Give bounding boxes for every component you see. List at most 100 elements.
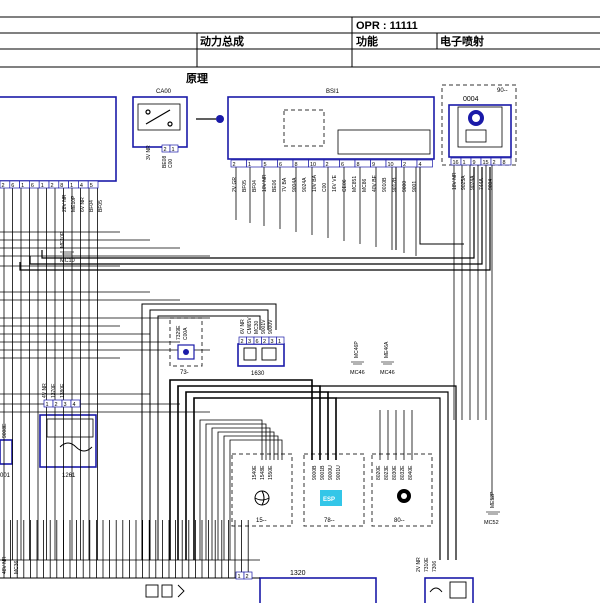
bsi1-label: BSI1 (326, 89, 340, 95)
wire-label-9008e: 9008E (2, 423, 8, 438)
wire-label-bsi: 40V BE (372, 174, 378, 192)
wire-label-left: 6V NR (80, 197, 86, 212)
m73-label: 73- (180, 370, 189, 376)
fan-icon (254, 490, 270, 506)
pin-number: 2 (263, 339, 266, 345)
function-label: 功能 (356, 34, 378, 48)
m1320b-sensor-icon (429, 581, 467, 599)
pin-number: 2 (241, 339, 244, 345)
pin-number: 3 (64, 402, 67, 408)
ground-mc10: MC10 (60, 258, 75, 264)
connector-pin (416, 159, 433, 168)
ca00-box (132, 96, 188, 148)
wire-label-bsi: 9012B (392, 177, 398, 192)
wire-label-bsi: 2V GR (232, 177, 238, 192)
m1630-label: 1630 (251, 371, 265, 377)
wire-label-48v: 48V NR (2, 556, 8, 574)
wire-label-1320b: 7306 (432, 561, 438, 572)
bsi1-box (227, 96, 435, 160)
wire-label-left: BF04 (89, 200, 95, 212)
m73-sensor-icon (177, 344, 195, 360)
wire-path (193, 397, 337, 560)
pin-number: 3 (271, 339, 274, 345)
pin-number: 5 (90, 183, 93, 189)
wire-path (199, 419, 263, 560)
wire-label-bsi: 9024A (302, 177, 308, 192)
pin-number: 1 (463, 160, 466, 166)
m15-dashed (231, 453, 293, 527)
wire-label-1630: MC30 (254, 320, 260, 334)
wire-path (205, 423, 267, 560)
pin-number: 4 (419, 162, 422, 168)
m1320-label: 1320 (290, 570, 306, 577)
pin-number: 8 (295, 162, 298, 168)
m1261-box (39, 414, 97, 468)
pin-number: 10 (310, 162, 316, 168)
ground-me10p: ME10P (60, 231, 66, 248)
pin-number: 6 (279, 162, 282, 168)
pin-number: 4 (73, 402, 76, 408)
ground-mc46b: MC46 (380, 370, 395, 376)
wire-label-1261: 1370E (51, 383, 57, 398)
wire-label-bsi: 10V NR (262, 174, 268, 192)
pin-number: 8 (503, 160, 506, 166)
wire-label-c00: C00 (168, 159, 174, 168)
pin-number: 4 (80, 183, 83, 189)
bsi-sub-dashed (283, 109, 325, 147)
wire-label-bsi: CE06 (342, 179, 348, 192)
wire-path (328, 391, 449, 560)
wire-path (19, 167, 491, 271)
m0004-label: 0004 (463, 96, 479, 103)
pin-number: 2 (164, 147, 167, 153)
wire-label-bsi: 9004A (292, 177, 298, 192)
pin-number: 9 (473, 160, 476, 166)
pin-number: 3 (248, 339, 251, 345)
m78-label: 78-- (324, 518, 335, 524)
opr-label: OPR : 11111 (356, 20, 418, 32)
pin-number: 2 (2, 183, 5, 189)
wire-label-0004: 744A (479, 178, 485, 190)
wire-path (29, 167, 483, 265)
pin-number: 2 (233, 162, 236, 168)
wire-label-1320b: 2V NR (416, 557, 422, 572)
pin-number: 1 (248, 162, 251, 168)
wire-label-1630: CM65V (247, 317, 253, 334)
connector-pin (500, 157, 512, 166)
wire-label-1630: 6V NR (240, 319, 246, 334)
m15-label: 15-- (256, 518, 267, 524)
wire-label-bsi: MC86 (362, 178, 368, 192)
pin-number: 5 (264, 162, 267, 168)
m1261-throttle-icon (59, 442, 93, 452)
section-label: 原理 (186, 72, 208, 85)
wire-label-78: 9000B (312, 465, 318, 480)
wire-label-15: 1550E (268, 465, 274, 480)
pin-number: 10 (388, 162, 394, 168)
connector-pin (70, 399, 81, 408)
m1630-relay-icon (243, 347, 277, 361)
pin-number: 1 (278, 339, 281, 345)
wire-path (169, 379, 313, 560)
wire-path (223, 435, 279, 560)
title-label: 动力总成 (200, 34, 244, 48)
wire-label-80: 8032E (400, 465, 406, 480)
m0004-display-icon (465, 110, 487, 143)
wire-path (211, 427, 271, 560)
wire-label-80: 8040E (408, 465, 414, 480)
pin-number: 8 (357, 162, 360, 168)
pin-number: 6 (256, 339, 259, 345)
wire-label-1261: 4V NR (42, 383, 48, 398)
pin-number: 2 (403, 162, 406, 168)
wire-path (185, 391, 329, 560)
wire-label-bsi: 10V BA (312, 174, 318, 192)
function-value: 电子喷射 (440, 34, 484, 48)
wire-path (419, 167, 464, 245)
pin-number: 1 (41, 183, 44, 189)
left-001-box (0, 439, 13, 465)
m1261-label: 1261 (62, 473, 76, 479)
wire-path (336, 397, 441, 560)
pin-number: 2 (246, 574, 249, 580)
pin-number: 2 (326, 162, 329, 168)
header-table (0, 16, 600, 68)
ca00-label: CA00 (156, 89, 172, 95)
connector-pin (87, 180, 99, 189)
